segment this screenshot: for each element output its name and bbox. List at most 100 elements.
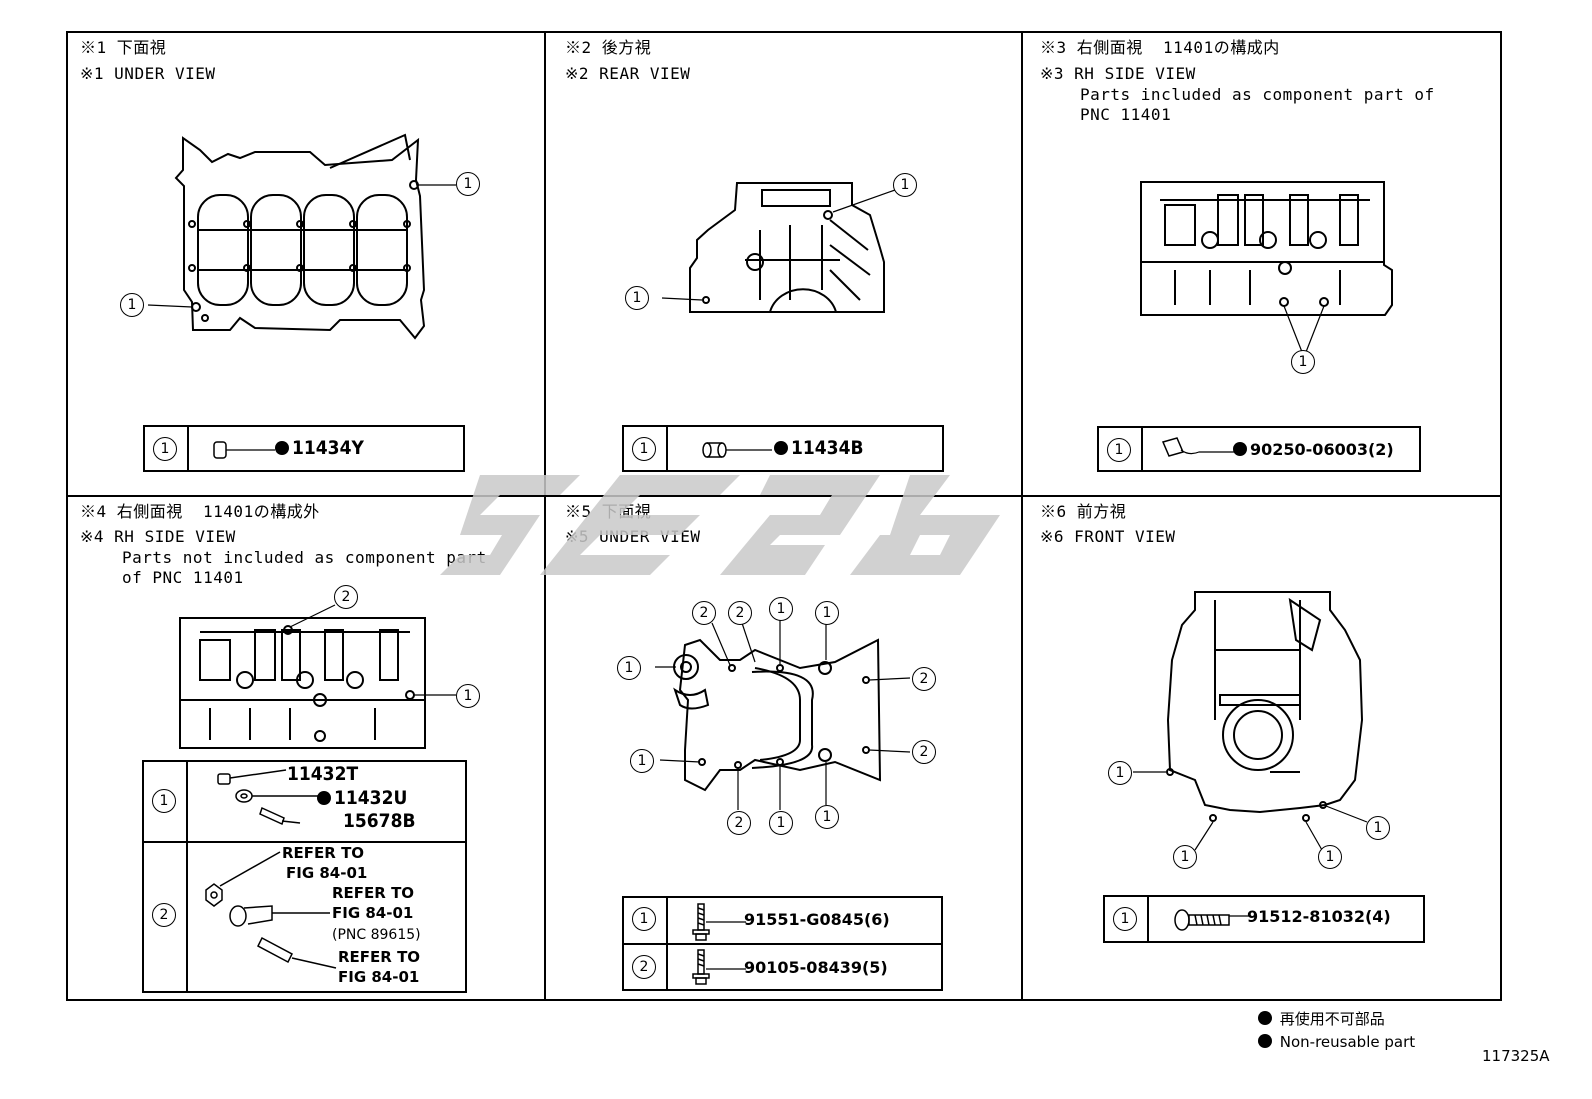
table-num-cell: 1	[1105, 897, 1149, 941]
part-number-text: 11434B	[791, 437, 864, 459]
callout-2: 2	[334, 585, 358, 609]
callout-2: 2	[912, 667, 936, 691]
row-number: 2	[152, 903, 176, 927]
non-reusable-dot-icon	[1233, 442, 1247, 456]
callout-1: 1	[1366, 816, 1390, 840]
panel-6-parts-table: 1 91512-81032(4)	[1103, 895, 1425, 943]
row-number: 2	[632, 955, 656, 979]
callout-1: 1	[1291, 350, 1315, 374]
sleeve-icon	[213, 441, 275, 459]
row-number: 1	[1113, 907, 1137, 931]
row-number: 1	[152, 789, 176, 813]
part-number: 91551-G0845(6)	[744, 910, 890, 929]
column-divider-1	[544, 33, 546, 999]
panel-2-caption-jp: ※2 後方視	[565, 38, 652, 57]
table-num-cell	[144, 762, 188, 991]
part-number: 11432U	[317, 787, 407, 809]
panel-1-caption-jp: ※1 下面視	[80, 38, 167, 57]
part-number-text: 90250-06003(2)	[1250, 440, 1394, 459]
callout-1: 1	[617, 656, 641, 680]
panel-4-parts-table: 1 2 11432T 11432U 15678B REFER TO FIG 84…	[142, 760, 467, 993]
row-divider	[624, 943, 941, 945]
reference-note: FIG 84-01	[338, 968, 420, 986]
part-number-text: 11432U	[334, 787, 408, 809]
part-number: 11432T	[287, 763, 359, 785]
callout-1: 1	[1318, 845, 1342, 869]
callout-1: 1	[769, 811, 793, 835]
sleeve-icon	[702, 442, 772, 458]
reference-note: FIG 84-01	[286, 864, 368, 882]
diagram-grid	[66, 31, 1502, 1001]
panel-3-caption-jp: ※3 右側面視 11401の構成内	[1040, 38, 1280, 57]
callout-1: 1	[1108, 761, 1132, 785]
callout-1: 1	[815, 601, 839, 625]
non-reusable-dot-icon	[774, 441, 788, 455]
row-divider	[68, 495, 1500, 497]
part-number: 11434Y	[275, 437, 364, 459]
watermark-logo	[440, 475, 1000, 575]
row-divider	[144, 841, 465, 843]
callout-1: 1	[630, 749, 654, 773]
table-num-cell: 1	[1099, 428, 1143, 470]
row-number: 1	[632, 907, 656, 931]
callout-1: 1	[456, 172, 480, 196]
panel-1-caption-en: ※1 UNDER VIEW	[80, 64, 216, 83]
legend-jp: 再使用不可部品	[1258, 1008, 1385, 1029]
legend-en-text: Non-reusable part	[1279, 1033, 1416, 1051]
reference-note: (PNC 89615)	[332, 927, 421, 943]
panel-6-caption-en: ※6 FRONT VIEW	[1040, 527, 1176, 546]
bolt-icon	[1174, 909, 1251, 931]
illustration-id: 117325A	[1482, 1047, 1550, 1065]
callout-1: 1	[893, 173, 917, 197]
callout-1: 1	[120, 293, 144, 317]
table-num-cell: 1	[624, 427, 668, 470]
panel-2-caption-en: ※2 REAR VIEW	[565, 64, 691, 83]
non-reusable-dot-icon	[317, 791, 331, 805]
non-reusable-dot-icon	[1258, 1011, 1272, 1025]
reference-note: REFER TO	[282, 844, 365, 862]
panel-1-parts-table: 1 11434Y	[143, 425, 465, 472]
callout-2: 2	[912, 740, 936, 764]
callout-2: 2	[728, 601, 752, 625]
panel-3-caption-note: PNC 11401	[1080, 105, 1172, 124]
non-reusable-dot-icon	[275, 441, 289, 455]
row-number: 1	[632, 437, 656, 461]
legend-en: Non-reusable part	[1258, 1033, 1415, 1051]
part-number-text: 11434Y	[292, 437, 364, 459]
part-number: 15678B	[343, 810, 416, 832]
callout-1: 1	[1173, 845, 1197, 869]
panel-6-caption-jp: ※6 前方視	[1040, 502, 1127, 521]
callout-2: 2	[692, 601, 716, 625]
panel-5-parts-table: 1 2 91551-G0845(6) 90105-08439(5)	[622, 896, 943, 991]
flange-bolt-icon	[692, 903, 746, 941]
sensor-parts-icon	[205, 851, 337, 969]
panel-3-caption-note: Parts included as component part of	[1080, 85, 1435, 104]
reference-note: REFER TO	[332, 884, 415, 902]
flange-bolt-icon	[692, 949, 746, 985]
reference-note: FIG 84-01	[332, 904, 414, 922]
part-number: 90105-08439(5)	[744, 958, 888, 977]
callout-1: 1	[625, 286, 649, 310]
row-number: 1	[153, 437, 177, 461]
legend-jp-text: 再使用不可部品	[1279, 1010, 1385, 1028]
callout-1: 1	[815, 805, 839, 829]
callout-1: 1	[456, 684, 480, 708]
panel-4-caption-en: ※4 RH SIDE VIEW	[80, 527, 236, 546]
callout-2: 2	[727, 811, 751, 835]
reference-note: REFER TO	[338, 948, 421, 966]
part-number: 11434B	[774, 437, 864, 459]
callout-1: 1	[769, 597, 793, 621]
panel-3-parts-table: 1 90250-06003(2)	[1097, 426, 1421, 472]
panel-4-caption-jp: ※4 右側面視 11401の構成外	[80, 502, 320, 521]
part-number: 90250-06003(2)	[1233, 440, 1394, 459]
part-number: 91512-81032(4)	[1247, 907, 1391, 926]
panel-3-caption-en: ※3 RH SIDE VIEW	[1040, 64, 1196, 83]
bolt-gasket-plug-icon	[217, 769, 320, 826]
row-number: 1	[1107, 438, 1131, 462]
